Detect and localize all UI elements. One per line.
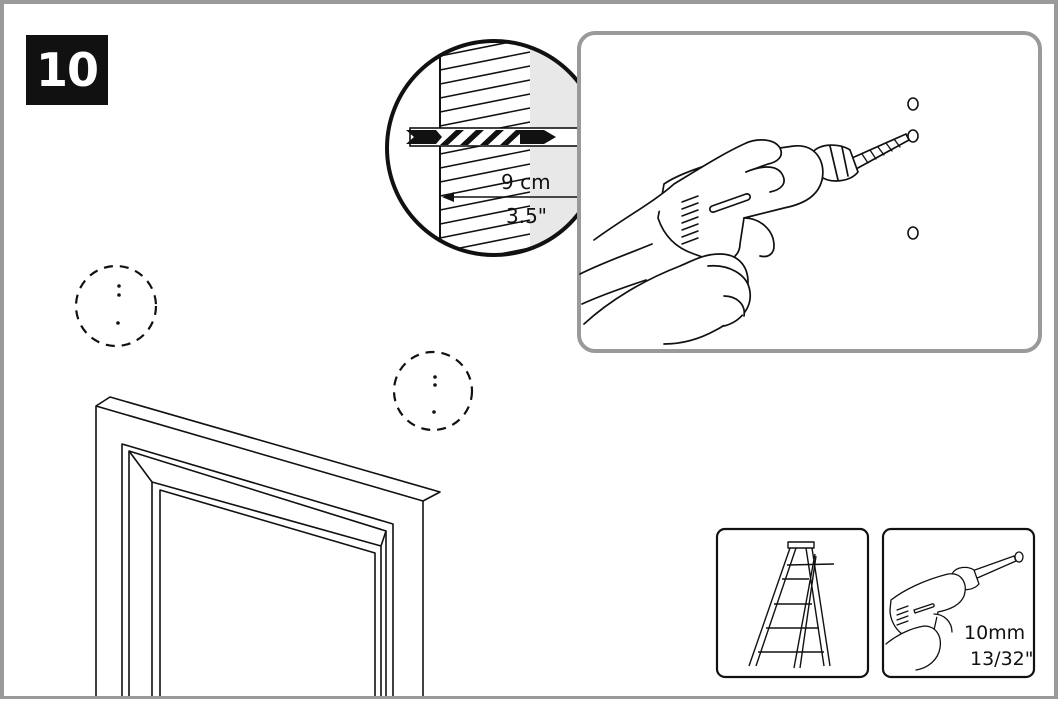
drill-mark-right <box>394 352 472 430</box>
drill-mark-left <box>76 266 156 346</box>
drilling-panel <box>579 33 1040 351</box>
door-frame <box>96 397 440 696</box>
ladder-tool-box <box>717 529 868 677</box>
drill-bit-metric-label: 10mm <box>964 621 1025 645</box>
depth-imperial-label: 3.5" <box>506 204 547 228</box>
depth-detail-magnifier <box>387 34 610 266</box>
depth-metric-label: 9 cm <box>501 170 551 194</box>
drill-bit-imperial-label: 13/32" <box>970 647 1034 671</box>
instruction-illustration <box>4 4 1058 703</box>
